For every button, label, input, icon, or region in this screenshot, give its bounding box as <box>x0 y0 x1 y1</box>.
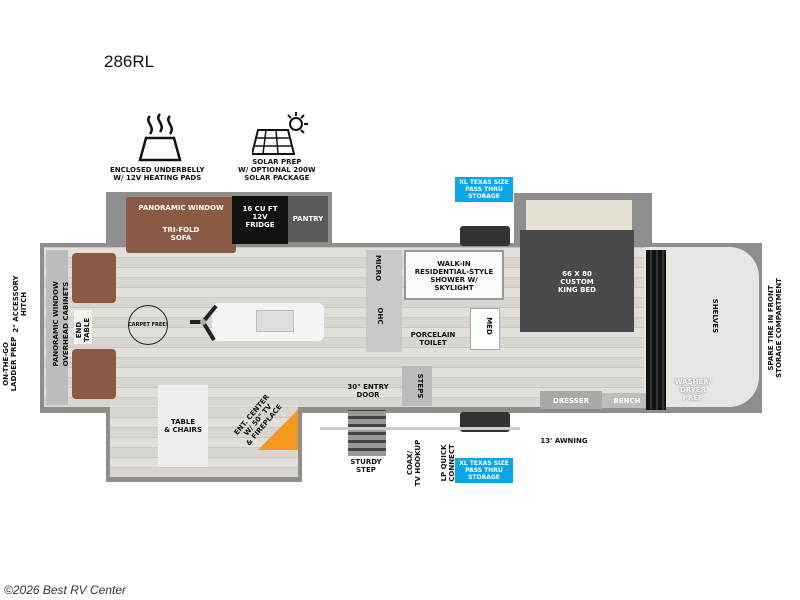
sofa-label: TRI-FOLD SOFA <box>162 226 200 242</box>
ceiling-fan-icon <box>190 304 218 342</box>
ladder-label: ON-THE-GO LADDER PREP <box>2 336 18 392</box>
entry-door-label[interactable]: 30" ENTRY DOOR <box>347 383 389 399</box>
fridge <box>232 196 288 244</box>
hitch-label: 2" ACCESSORY HITCH <box>12 275 28 333</box>
underbelly-label: ENCLOSED UNDERBELLY W/ 12V HEATING PADS <box>110 166 205 182</box>
storage-compartment-top <box>460 226 510 246</box>
recliner-chair <box>72 253 116 303</box>
pantry-label: PANTRY <box>292 215 324 223</box>
end-table <box>74 310 92 344</box>
end-table-label: END TABLE <box>75 317 91 343</box>
bed-label: 66 X 80 CUSTOM KING BED <box>558 270 596 294</box>
model-title: 286RL <box>104 52 155 71</box>
bed-pillows <box>526 200 632 230</box>
fireplace <box>258 410 298 450</box>
recliner-chair <box>72 349 116 399</box>
awning-label: 13' AWNING <box>540 437 588 445</box>
storage-top-arrow: XL TEXAS SIZE PASS THRU STORAGE <box>455 177 513 202</box>
coax-label: COAX/ TV HOOKUP <box>406 439 422 487</box>
awning-bar <box>320 427 520 430</box>
rear-cabinets <box>46 250 68 405</box>
bench-label: BENCH <box>613 397 641 405</box>
shower <box>404 250 504 300</box>
steps-label: STEPS <box>416 373 424 399</box>
heat-pad-icon <box>138 113 182 162</box>
lp-label: LP QUICK CONNECT <box>440 444 456 482</box>
shower-label: WALK-IN RESIDENTIAL-STYLE SHOWER W/ SKYL… <box>414 260 494 292</box>
sofa <box>126 197 236 253</box>
vanity <box>470 308 500 350</box>
toilet-label: PORCELAIN TOILET <box>410 331 456 347</box>
carpet-free-badge <box>128 305 168 345</box>
panoramic-window-rear-label: PANORAMIC WINDOW <box>52 281 60 367</box>
footer-copyright: ©2026 Best RV Center <box>4 583 127 597</box>
solar-label: SOLAR PREP W/ OPTIONAL 200W SOLAR PACKAG… <box>238 158 316 182</box>
med-label: MED <box>485 317 493 335</box>
bench <box>602 393 652 408</box>
king-bed <box>520 230 634 332</box>
carpet-free-label: CARPET FREE! <box>128 322 168 328</box>
solar-panel-icon <box>252 112 308 155</box>
dresser-label: DRESSER <box>553 397 589 405</box>
steps <box>402 366 432 406</box>
storage-bottom-arrow: XL TEXAS SIZE PASS THRU STORAGE <box>455 458 513 483</box>
shelves-label: SHELVES <box>711 298 719 334</box>
galley-counter <box>366 250 402 352</box>
ohc-label: OHC <box>376 307 384 325</box>
wardrobe <box>646 250 666 410</box>
spare-tire-label: SPARE TIRE IN FRONT STORAGE COMPARTMENT <box>767 278 783 378</box>
sturdy-step <box>348 410 386 456</box>
washer-label: WASHER/ DRYER PREP <box>674 378 712 402</box>
dresser <box>540 391 602 409</box>
micro-label: MICRO <box>374 254 382 282</box>
sink <box>256 310 294 332</box>
panoramic-window-top-label: PANORAMIC WINDOW <box>138 204 224 212</box>
dining-table <box>158 385 208 467</box>
pantry <box>288 196 328 242</box>
table-label: TABLE & CHAIRS <box>164 418 202 434</box>
overhead-cabinets-label: OVERHEAD CABINETS <box>62 281 70 367</box>
sturdy-step-label: STURDY STEP <box>350 458 382 474</box>
fridge-label: 16 CU FT 12V FRIDGE <box>242 205 278 229</box>
